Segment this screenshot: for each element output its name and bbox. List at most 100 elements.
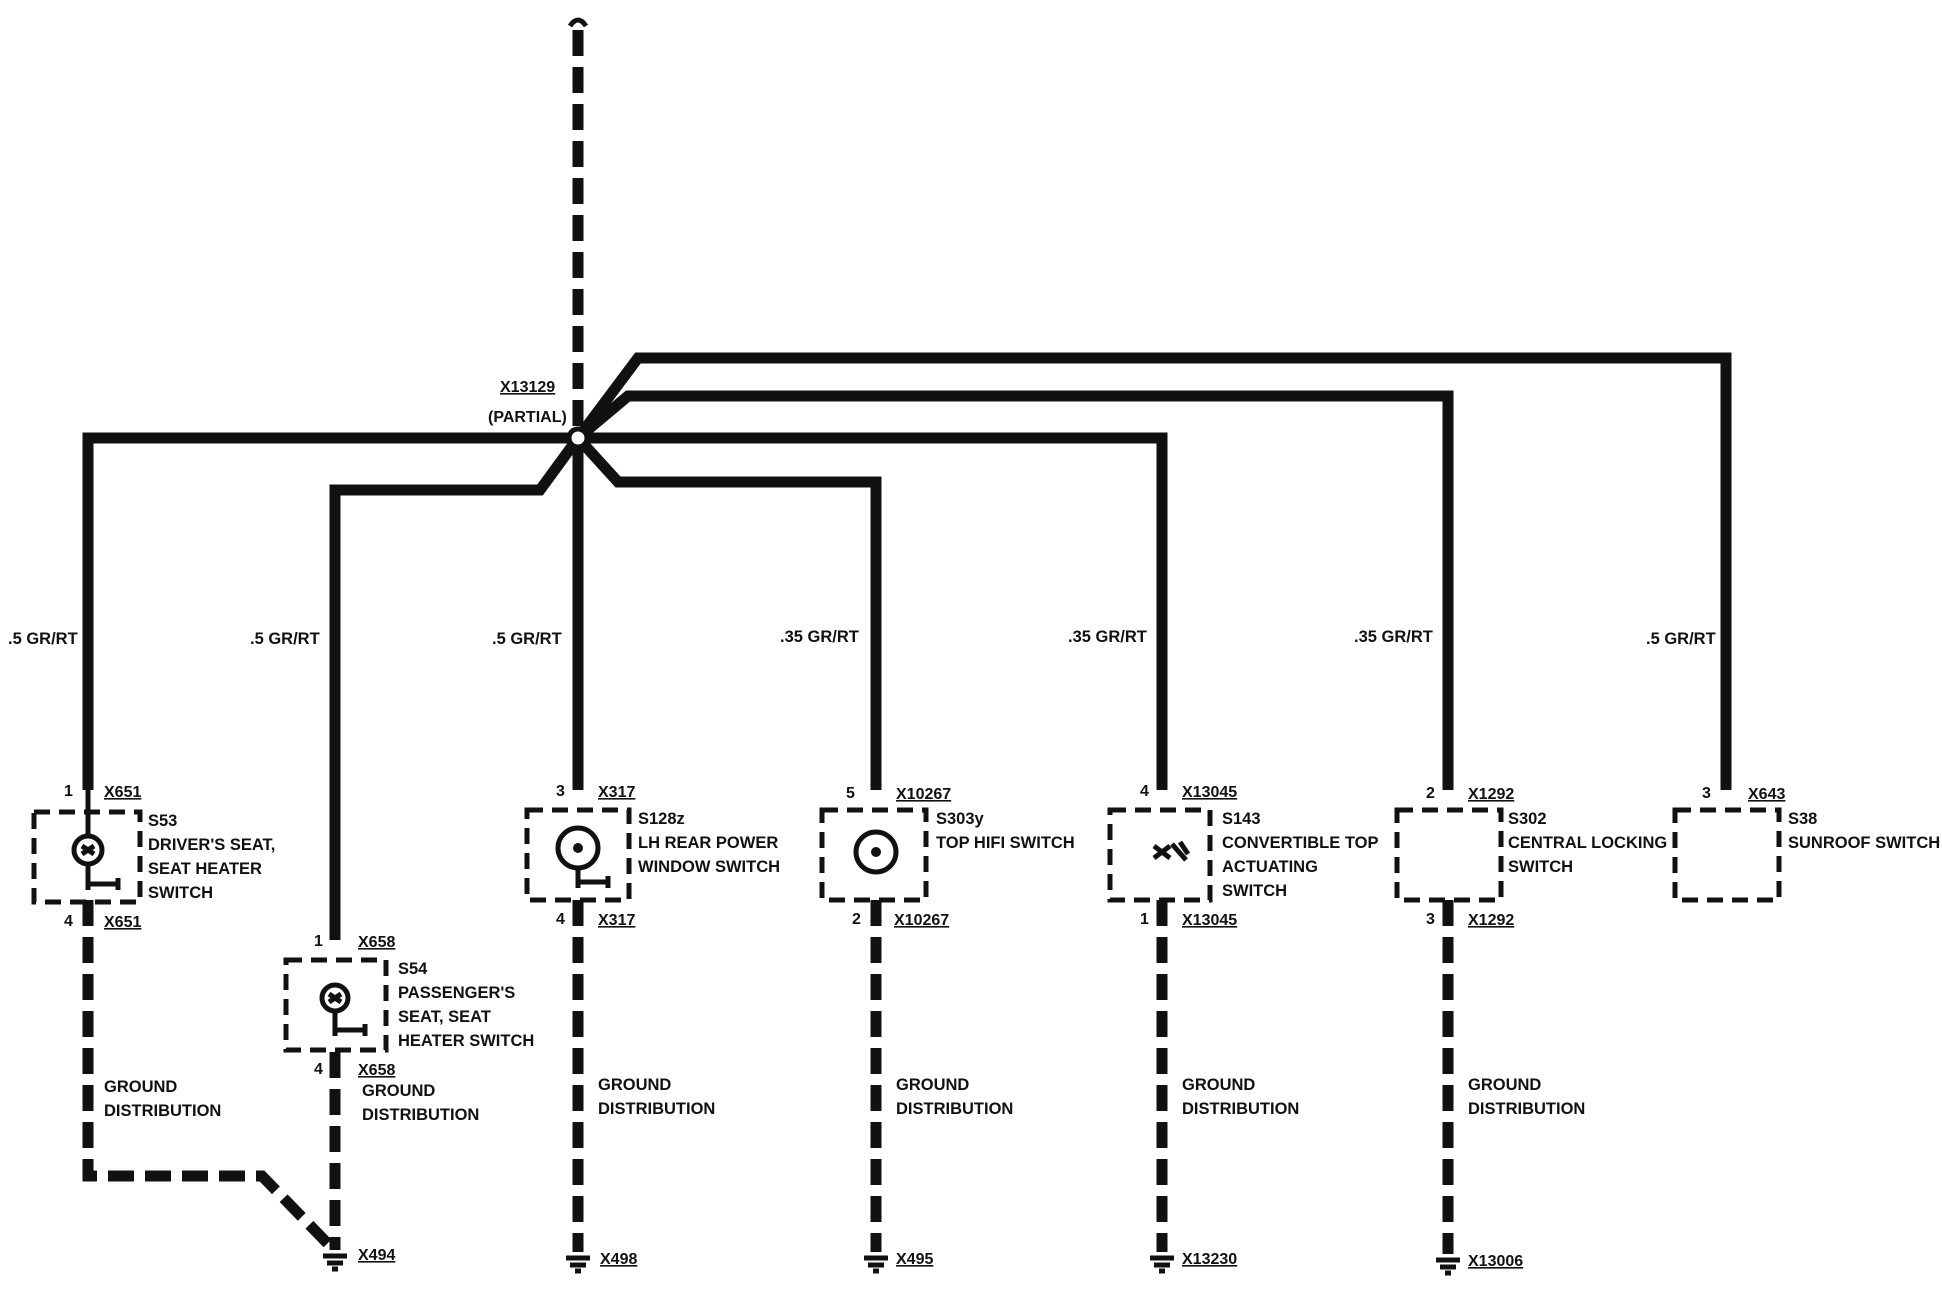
wire-s54	[329, 434, 583, 940]
pin-number: 2	[1426, 785, 1435, 802]
switch-label-line: SWITCH	[148, 884, 213, 902]
heater-switch-icon	[319, 982, 368, 1036]
ground-icon	[864, 1255, 888, 1274]
pin-number: 5	[846, 785, 855, 802]
wire-label: .5 GR/RT	[8, 630, 78, 648]
switch-label-line: S302	[1508, 810, 1547, 828]
ground-icon	[323, 1253, 347, 1272]
switch-label-line: S53	[148, 812, 177, 830]
switch-label-line: SEAT HEATER	[148, 860, 262, 878]
window-switch-icon	[555, 825, 611, 888]
power-wires	[82, 352, 1732, 940]
switch-label-line: S38	[1788, 810, 1817, 828]
ground-icon	[1436, 1257, 1460, 1276]
splice-note: (PARTIAL)	[488, 409, 567, 426]
ground-label-line: GROUND	[896, 1076, 969, 1094]
ground-label-line: DISTRIBUTION	[362, 1106, 479, 1124]
ground-label-line: DISTRIBUTION	[104, 1102, 221, 1120]
connector-id: X658	[358, 1062, 395, 1079]
connector-labels: 1 X651 4 X651 1 X658 4 X658 3 X317 4 X31…	[64, 783, 1785, 1079]
ground-label-line: GROUND	[598, 1076, 671, 1094]
wire-label: .35 GR/RT	[1354, 628, 1433, 646]
wire-label: .35 GR/RT	[780, 628, 859, 646]
switch-label-line: S143	[1222, 810, 1261, 828]
switch-label-line: SWITCH	[1222, 882, 1287, 900]
ground-connector-id: X494	[358, 1247, 395, 1264]
switch-box-s302	[1394, 807, 1504, 903]
ground-connector-id: X495	[896, 1251, 933, 1268]
switch-label-line: WINDOW SWITCH	[638, 858, 780, 876]
connector-id: X651	[104, 784, 141, 801]
wire-s143	[578, 432, 1168, 790]
switch-box-s38	[1672, 807, 1782, 903]
switch-label-line: CENTRAL LOCKING	[1508, 834, 1667, 852]
ground-terminals	[323, 1253, 1460, 1276]
splice-node	[566, 426, 590, 450]
connector-id: X1292	[1468, 912, 1514, 929]
switch-label-line: HEATER SWITCH	[398, 1032, 534, 1050]
ground-connector-id: X498	[600, 1251, 637, 1268]
ground-label-line: DISTRIBUTION	[1182, 1100, 1299, 1118]
wire-s303	[573, 434, 882, 790]
pin-number: 3	[1426, 911, 1435, 928]
pin-number: 3	[556, 783, 565, 800]
ground-label-line: DISTRIBUTION	[1468, 1100, 1585, 1118]
switch-label-line: DRIVER'S SEAT,	[148, 836, 275, 854]
switch-label-line: SUNROOF SWITCH	[1788, 834, 1940, 852]
switch-label-line: S303y	[936, 810, 985, 828]
pin-number: 1	[64, 783, 73, 800]
connector-id: X658	[358, 934, 395, 951]
ground-icon	[1150, 1255, 1174, 1274]
switch-label-line: S128z	[638, 810, 685, 828]
ground-label-line: DISTRIBUTION	[598, 1100, 715, 1118]
pin-number: 4	[314, 1061, 323, 1078]
ground-labels: GROUND DISTRIBUTION GROUND DISTRIBUTION …	[104, 1076, 1585, 1124]
connector-id: X317	[598, 912, 635, 929]
ground-connector-id: X13006	[1468, 1253, 1523, 1270]
switch-labels: S53 DRIVER'S SEAT, SEAT HEATER SWITCH S5…	[148, 810, 1940, 1050]
wire-s53	[82, 432, 578, 790]
pin-number: 4	[556, 911, 565, 928]
pin-number: 2	[852, 911, 861, 928]
connector-id: X1292	[1468, 786, 1514, 803]
switch-label-line: TOP HIFI SWITCH	[936, 834, 1075, 852]
pin-number: 1	[1140, 911, 1149, 928]
switch-label-line: S54	[398, 960, 428, 978]
pin-number: 1	[314, 933, 323, 950]
ground-label-line: GROUND	[1182, 1076, 1255, 1094]
ground-label-line: GROUND	[104, 1078, 177, 1096]
wire-label: .5 GR/RT	[250, 630, 320, 648]
switch-box-s128	[524, 807, 632, 903]
wire-label: .5 GR/RT	[1646, 630, 1716, 648]
switch-box-s143	[1107, 807, 1213, 903]
wire-label: .5 GR/RT	[492, 630, 562, 648]
switch-label-line: SWITCH	[1508, 858, 1573, 876]
convertible-switch-icon	[1152, 840, 1191, 862]
splice-id: X13129	[500, 379, 555, 396]
connector-id: X317	[598, 784, 635, 801]
connector-id: X651	[104, 914, 141, 931]
switch-label-line: LH REAR POWER	[638, 834, 778, 852]
connector-id: X13045	[1182, 784, 1237, 801]
switch-label-line: PASSENGER'S	[398, 984, 515, 1002]
heater-switch-icon	[71, 790, 121, 890]
ground-label-line: DISTRIBUTION	[896, 1100, 1013, 1118]
connector-id: X10267	[896, 786, 951, 803]
ground-connector-id: X13230	[1182, 1251, 1237, 1268]
ground-label-line: GROUND	[362, 1082, 435, 1100]
switch-label-line: CONVERTIBLE TOP	[1222, 834, 1378, 852]
switch-box-s54	[283, 957, 389, 1053]
hifi-switch-icon	[853, 829, 899, 875]
switch-label-line: SEAT, SEAT	[398, 1008, 491, 1026]
wire-s302	[574, 390, 1454, 790]
switch-internals	[71, 790, 1191, 1036]
wire-s38	[573, 352, 1732, 790]
switch-box-s303	[819, 807, 929, 903]
ground-icon	[566, 1255, 590, 1274]
connector-id: X10267	[894, 912, 949, 929]
switch-label-line: ACTUATING	[1222, 858, 1318, 876]
feed-wire	[567, 17, 589, 430]
pin-number: 4	[64, 913, 73, 930]
wire-label: .35 GR/RT	[1068, 628, 1147, 646]
